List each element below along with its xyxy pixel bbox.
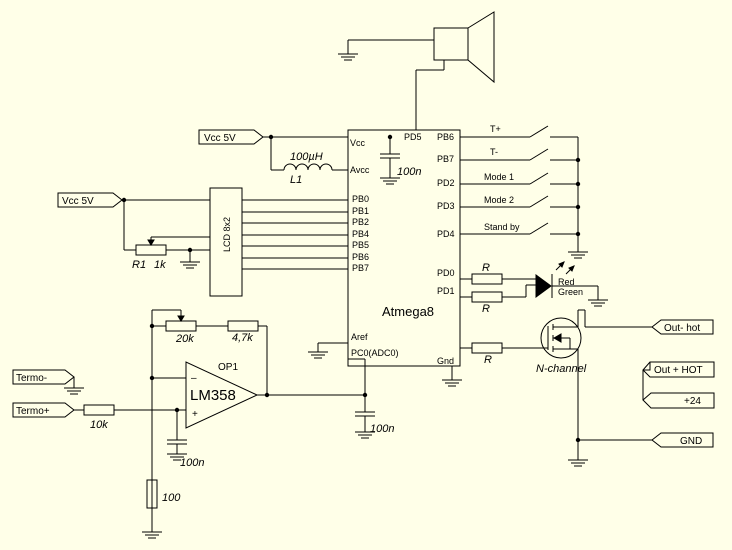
pin-pb1: PB1 [352, 206, 369, 216]
out-hot-plus-connector: Out + HOT [642, 361, 715, 378]
vcc-top-label: Vcc 5V [204, 133, 236, 144]
pin-aref: Aref [351, 332, 368, 342]
mosfet-label: N-channel [536, 363, 587, 375]
out-hot-minus-connector: Out- hot [651, 319, 714, 335]
mcu-name: Atmega8 [382, 304, 434, 319]
switch-mode2-label: Mode 2 [484, 195, 514, 205]
speaker [338, 11, 495, 130]
pot-20k-label: 20k [175, 333, 194, 345]
pin-pd0: PD0 [437, 268, 455, 278]
inductor-value: 100µH [290, 151, 323, 163]
r-4k7-label: 4,7k [232, 332, 253, 344]
pin-pb2: PB2 [352, 217, 369, 227]
termo-minus-connector: Termo- [12, 369, 75, 385]
pin-vcc: Vcc [350, 138, 366, 148]
atmega8-chip: Atmega8 Vcc Avcc PB0 PB1 PB2 PB4 PB5 PB6… [347, 129, 461, 367]
lcd-label: LCD 8x2 [222, 217, 232, 252]
led-block: R R Red Green [460, 261, 608, 315]
pin-pb7-right: PB7 [437, 154, 454, 164]
inductor-ref: L1 [290, 174, 302, 186]
opamp-op1: OP1 LM358 – + [185, 361, 259, 429]
led-res2-label: R [482, 303, 490, 315]
plus24-label: +24 [684, 396, 701, 407]
led-red-label: Red [558, 277, 575, 287]
inductor-l1 [283, 163, 333, 171]
pin-pb0: PB0 [352, 194, 369, 204]
r1-potentiometer: R1 1k [124, 236, 210, 271]
lcd-8x2: LCD 8x2 [209, 187, 243, 297]
led-res1-label: R [482, 262, 490, 274]
vcc-left-label: Vcc 5V [62, 196, 94, 207]
pin-pb6-left: PB6 [352, 252, 369, 262]
pin-pd4: PD4 [437, 229, 455, 239]
pin-pd5: PD5 [404, 132, 422, 142]
pin-pd1: PD1 [437, 286, 455, 296]
termo-plus-label: Termo+ [16, 406, 50, 417]
opamp-plus: + [192, 409, 198, 420]
r1-value: 1k [154, 259, 166, 271]
pin-avcc: Avcc [350, 165, 370, 175]
vcc-left-connector: Vcc 5V [57, 192, 123, 208]
mosfet-block: R N-channel [442, 309, 652, 467]
out-hot-minus-label: Out- hot [664, 323, 700, 334]
pin-pd3: PD3 [437, 201, 455, 211]
switch-block: T+ T- Mode 1 Mode 2 Stand by [460, 124, 588, 259]
r-10k-label: 10k [90, 419, 108, 431]
termo-minus-label: Termo- [16, 373, 47, 384]
gate-res-label: R [484, 354, 492, 366]
r1-ref: R1 [132, 259, 146, 271]
pin-gnd: Gnd [437, 356, 454, 366]
gnd-connector: GND [651, 432, 714, 448]
led-green-label: Green [558, 287, 583, 297]
cap-adc-label: 100n [370, 423, 394, 435]
plus24-connector: +24 [642, 370, 715, 409]
opamp-minus: – [191, 373, 197, 384]
pin-pc0: PC0(ADC0) [351, 348, 399, 358]
switch-standby-label: Stand by [484, 222, 520, 232]
pin-pb4: PB4 [352, 229, 369, 239]
pin-pd2: PD2 [437, 178, 455, 188]
switch-t-plus-label: T+ [490, 124, 501, 134]
pin-pb6-right: PB6 [437, 132, 454, 142]
switch-t-minus-label: T- [490, 147, 498, 157]
opamp-ref: OP1 [218, 362, 238, 373]
vcc-top-connector: Vcc 5V [198, 129, 264, 145]
switch-mode1-label: Mode 1 [484, 172, 514, 182]
pin-pb5: PB5 [352, 240, 369, 250]
cap-vcc-label: 100n [397, 166, 421, 178]
cap-in-label: 100n [180, 457, 204, 469]
r-100-label: 100 [162, 492, 181, 504]
pin-pb7-left: PB7 [352, 263, 369, 273]
gnd-label: GND [680, 436, 702, 447]
termo-plus-connector: Termo+ [12, 402, 75, 418]
opamp-name: LM358 [190, 387, 236, 404]
out-hot-plus-label: Out + HOT [654, 365, 703, 376]
